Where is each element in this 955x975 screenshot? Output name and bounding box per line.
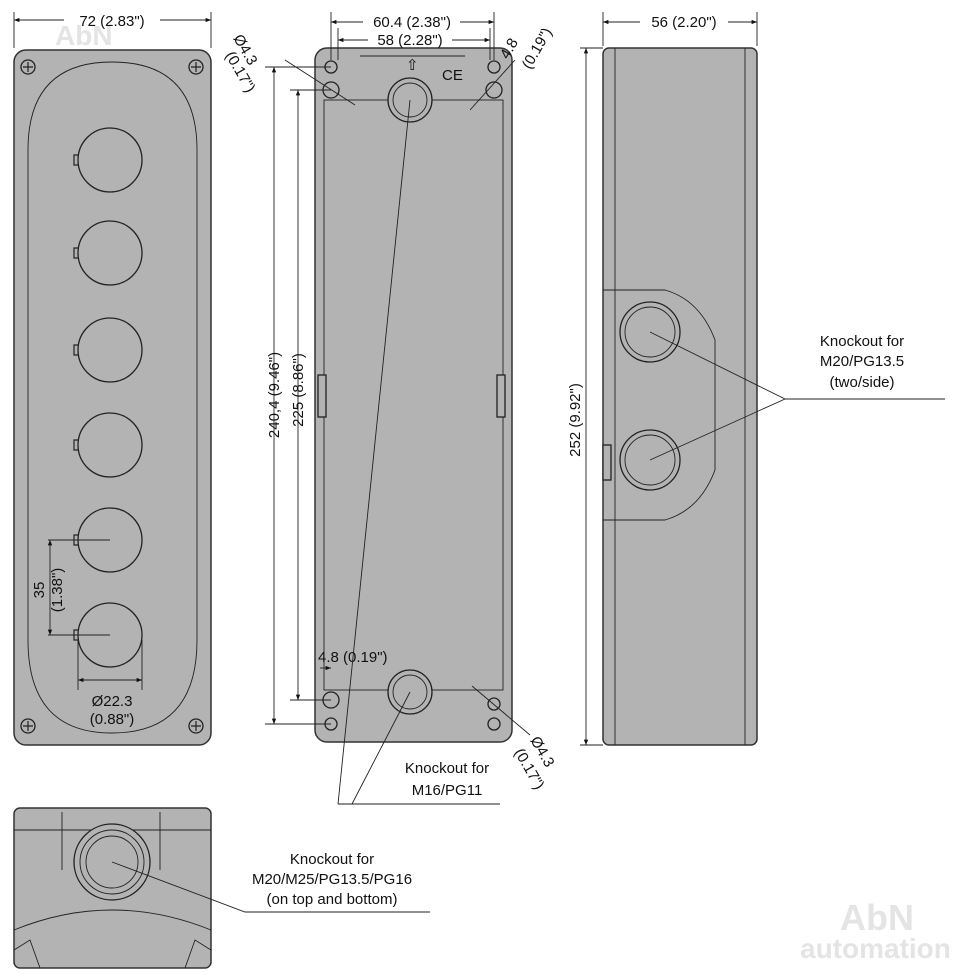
ce-mark: CE bbox=[442, 67, 463, 84]
pitch-in-dim: (1.38") bbox=[49, 568, 66, 613]
front-width-dim: 72 (2.83") bbox=[79, 13, 144, 30]
back-height-inner: 225 (8.86") bbox=[290, 353, 307, 427]
back-knockout-line2: M16/PG11 bbox=[412, 782, 483, 799]
hole-dia-in: (0.88") bbox=[90, 711, 135, 728]
side-knockout-line3: (two/side) bbox=[829, 374, 894, 391]
side-width-dim: 56 (2.20") bbox=[651, 14, 716, 31]
front-view: 72 (2.83") 35 (1.38") Ø22.3 (0.88") bbox=[14, 12, 211, 746]
back-outer-width: 60.4 (2.38") bbox=[373, 14, 451, 31]
tr-slot-in: (0.19") bbox=[519, 25, 556, 72]
bottom-knockout-line2: M20/M25/PG13.5/PG16 bbox=[252, 871, 412, 888]
side-view: 56 (2.20") 252 (9.92") Knockout for M20/… bbox=[567, 12, 945, 746]
up-arrow-icon: ⇧ bbox=[406, 57, 419, 74]
screw-icons bbox=[20, 59, 204, 734]
bottom-view: Knockout for M20/M25/PG13.5/PG16 (on top… bbox=[13, 807, 430, 969]
back-view: ⇧ CE 60.4 (2.38") 58 (2.28") 240,4 (9.46… bbox=[222, 12, 558, 805]
watermark-text: automation bbox=[800, 933, 951, 964]
bottom-knockout-line3: (on top and bottom) bbox=[267, 891, 398, 908]
back-knockout-line1: Knockout for bbox=[405, 760, 489, 777]
watermark-logo: AbN bbox=[840, 897, 914, 938]
hole-dia-mm: Ø22.3 bbox=[92, 693, 133, 710]
button-holes bbox=[73, 127, 143, 668]
pitch-mm-dim: 35 bbox=[31, 582, 48, 599]
back-inner-width: 58 (2.28") bbox=[377, 32, 442, 49]
side-knockout-line2: M20/PG13.5 bbox=[820, 353, 904, 370]
side-knockout-line1: Knockout for bbox=[820, 333, 904, 350]
side-height-dim: 252 (9.92") bbox=[567, 383, 584, 457]
bottom-knockout-line1: Knockout for bbox=[290, 851, 374, 868]
back-height-outer: 240,4 (9.46") bbox=[266, 352, 283, 438]
